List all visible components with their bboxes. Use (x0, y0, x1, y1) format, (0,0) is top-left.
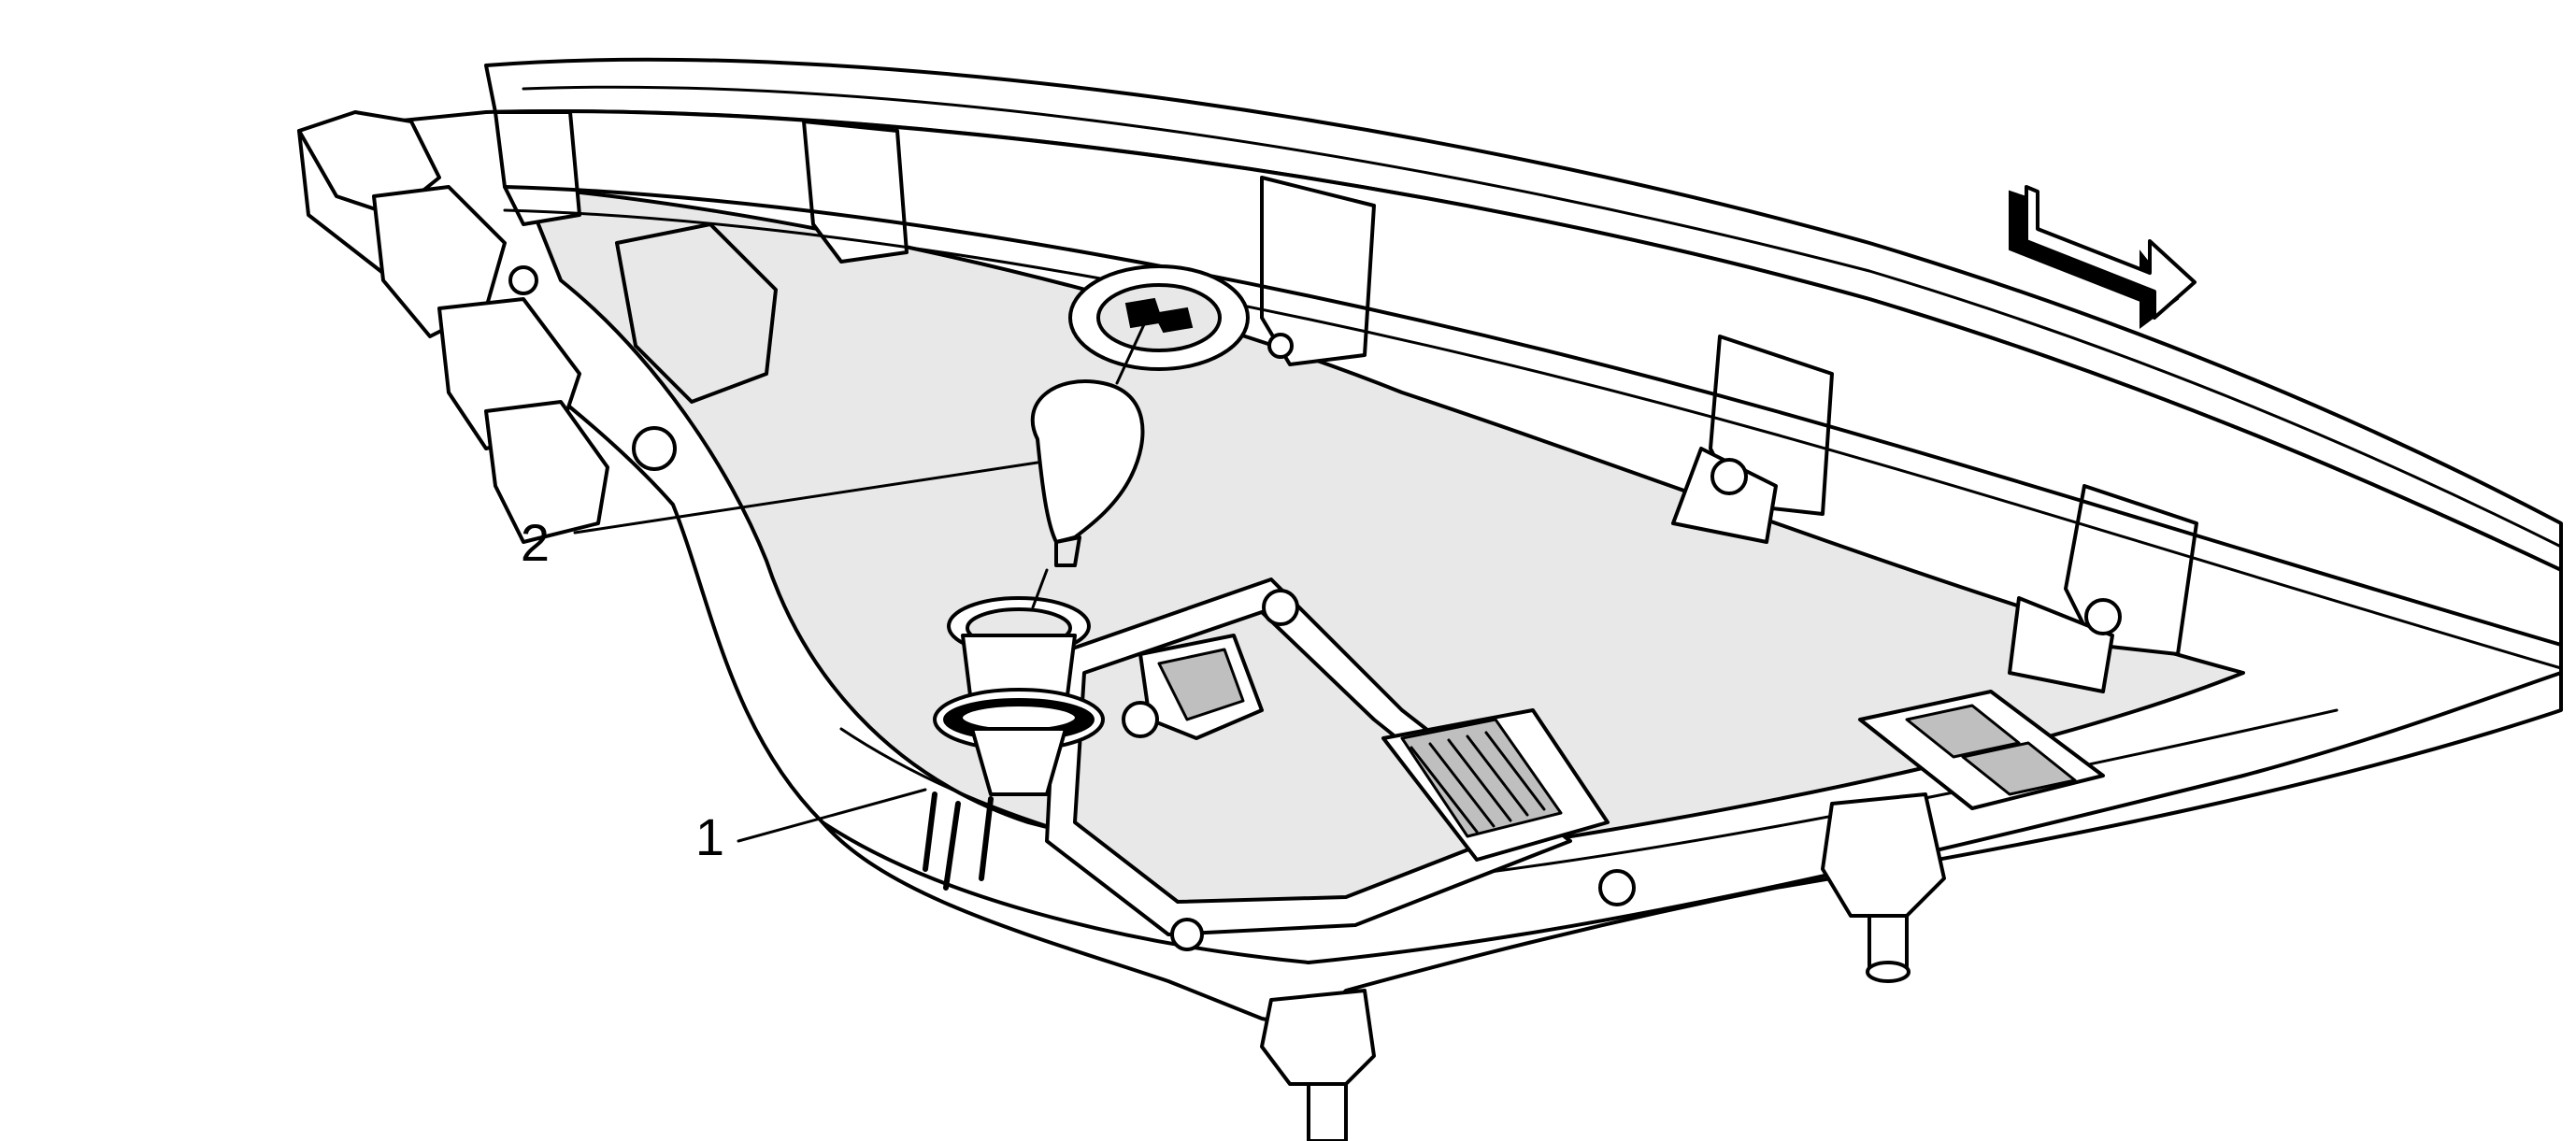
label-plate (1858, 690, 2105, 810)
right-adjuster-post (1821, 792, 1946, 983)
lower-adjuster-post (1260, 989, 1376, 1141)
leader-line-2 (573, 461, 1039, 535)
upper-socket-opening (1068, 264, 1250, 371)
rim-clips (494, 110, 2563, 693)
leader-lines (573, 461, 1039, 843)
module-connector (1122, 634, 1264, 740)
callout-1: 1 (695, 807, 724, 866)
callout-2: 2 (521, 513, 550, 572)
bulb-socket (923, 596, 1105, 891)
direction-arrow-icon (2009, 185, 2197, 329)
halogen-bulb (1030, 321, 1147, 609)
leader-line-1 (737, 788, 927, 843)
left-mounting-bracket (297, 110, 778, 544)
